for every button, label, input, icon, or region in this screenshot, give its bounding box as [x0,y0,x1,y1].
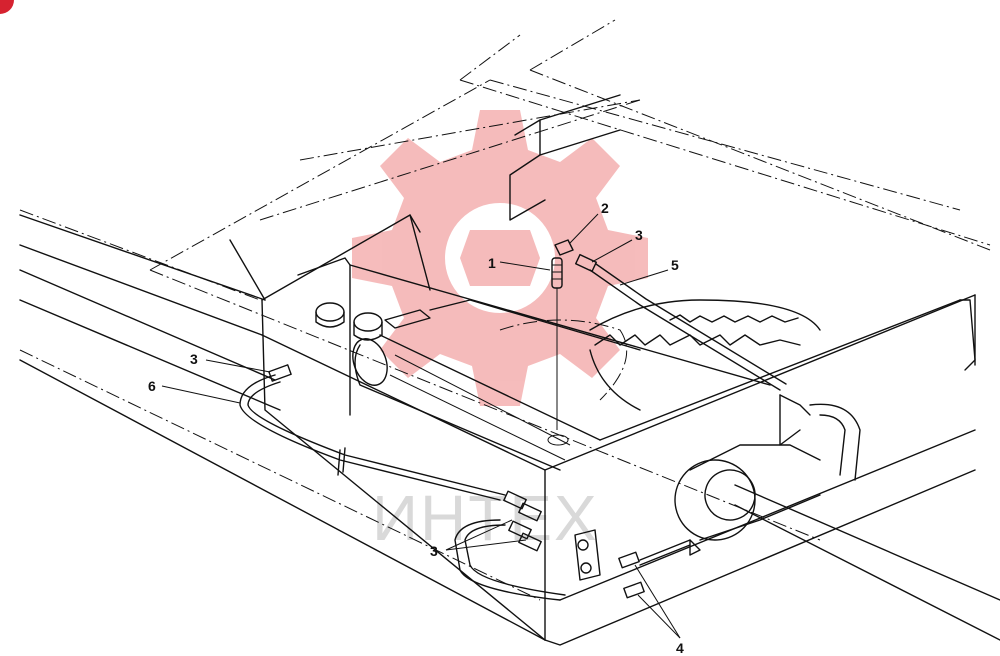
callout-leaders [161,213,681,639]
callout-1: 1 [488,255,496,271]
watermark-text: ИНТЕХ [372,482,599,554]
connector-part-4 [618,551,645,599]
connector-part-3-top [575,253,597,273]
swivel-joint [674,403,1000,641]
watermark-logo [352,110,648,406]
callout-4: 4 [676,640,684,656]
hose-assembly [239,263,787,601]
hydraulic-cylinder [315,299,641,471]
connector-part-3-left [268,364,292,382]
callout-6: 6 [148,378,156,394]
grease-nipple-part-1 [551,257,563,430]
chassis-body [19,94,976,646]
frame-outline [19,19,991,601]
callout-3-top: 3 [635,227,643,243]
callout-3-left: 3 [190,351,198,367]
bracket-clip [574,529,601,581]
callout-5: 5 [671,257,679,273]
callout-2: 2 [601,200,609,216]
cap-part-2 [554,239,574,256]
connector-part-3-lower [503,490,542,552]
callout-3-lower: 3 [430,543,438,559]
corner-badge [0,0,14,14]
